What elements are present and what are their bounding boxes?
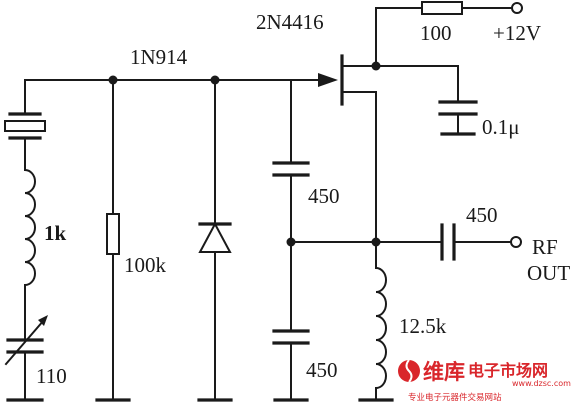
watermark-brand: 维库 [423,360,465,384]
coupling-cap-label: 450 [466,203,498,227]
supply-label: +12V [493,21,541,45]
jfet-2n4416 [340,7,377,243]
transistor-label: 2N4416 [256,10,324,34]
variable-cap-label: 110 [36,364,67,388]
lower-cap-label: 450 [306,358,338,382]
diode-label: 1N914 [130,45,188,69]
bypass-cap-label: 0.1μ [482,115,520,139]
inductor-1k [23,168,36,287]
upper-cap-label: 450 [308,184,340,208]
rf-out-terminal[interactable] [510,236,522,248]
resistor-label: 100k [124,253,167,277]
output-label-rf: RF [532,235,558,259]
watermark: 维库 电子市场网 www.dzsc.com 专业电子元器件交易网站 [398,359,571,403]
inductor-label: 1k [44,221,67,245]
supply-terminal[interactable] [511,2,523,14]
gate-arrow [318,73,338,87]
diode-1n914 [198,221,232,253]
watermark-logo-icon [398,359,420,383]
crystal [4,112,46,140]
resistor-100k [106,213,120,255]
capacitor-upper-450 [272,161,310,177]
resistor-100 [421,1,463,15]
capacitor-coupling-450 [440,223,456,261]
capacitor-lower-450 [272,329,310,345]
watermark-tagline: 专业电子元器件交易网站 [408,392,502,403]
choke-12.5k [374,266,387,390]
variable-capacitor-110 [4,315,48,366]
watermark-url: www.dzsc.com [512,379,571,388]
supply-resistor-label: 100 [420,21,452,45]
choke-label: 12.5k [399,314,447,338]
capacitor-0.1u [438,100,478,116]
bypass-wire [375,65,459,103]
output-label-out: OUT [527,261,570,285]
watermark-site: 电子市场网 [468,361,548,380]
